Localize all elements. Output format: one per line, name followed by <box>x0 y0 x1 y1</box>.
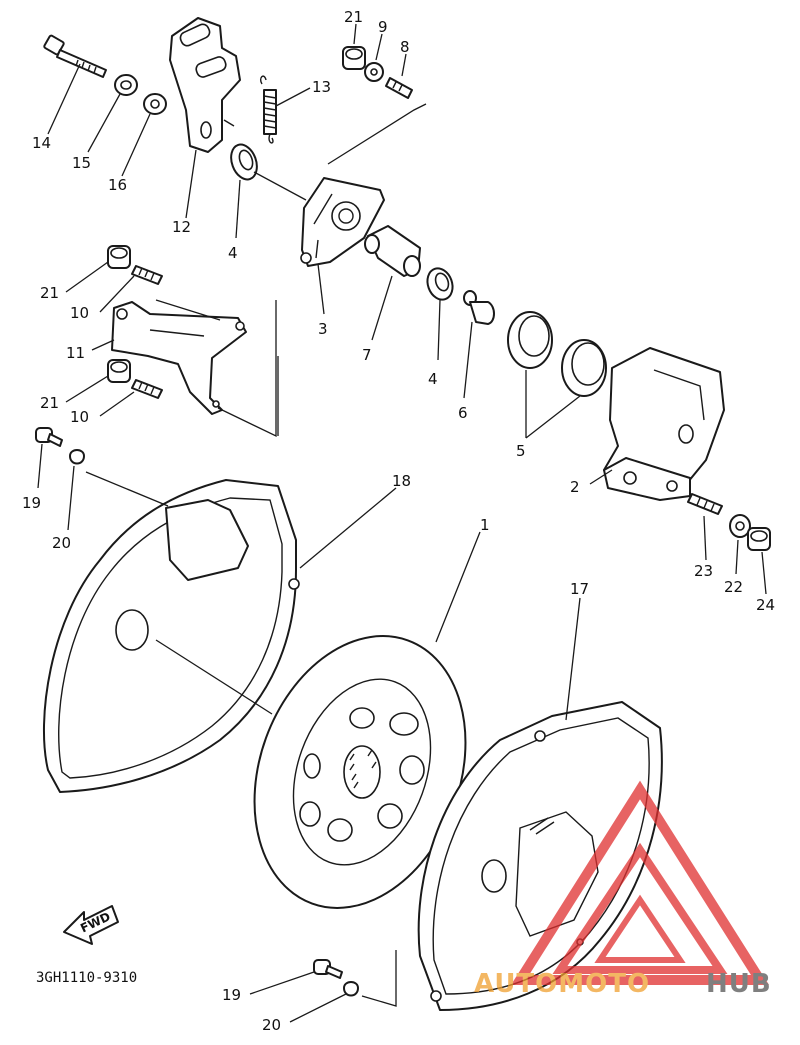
callout-24: 24 <box>756 596 775 614</box>
piston-part-5b <box>561 339 607 397</box>
leader-lines <box>37 23 767 1023</box>
caliper-body-part-2 <box>603 347 725 501</box>
callout-17: 17 <box>570 580 589 598</box>
callout-7: 7 <box>362 346 372 364</box>
stud-part-8 <box>385 77 413 99</box>
callout-20-lower: 20 <box>262 1016 281 1034</box>
callout-9: 9 <box>378 18 388 36</box>
callout-2: 2 <box>570 478 580 496</box>
fwd-arrow: FWD <box>63 905 119 945</box>
washer-part-9 <box>364 62 384 82</box>
callout-11: 11 <box>66 344 85 362</box>
callout-labels: 21 9 8 13 14 15 16 12 4 3 7 4 6 5 2 21 1… <box>22 8 775 1034</box>
callout-6: 6 <box>458 404 468 422</box>
callout-20-upper: 20 <box>52 534 71 552</box>
pin-part-6 <box>463 290 495 325</box>
stud-part-23 <box>687 493 723 515</box>
washer-part-16 <box>143 93 167 115</box>
bolt-part-19-lower <box>313 959 343 979</box>
callout-23: 23 <box>694 562 713 580</box>
callout-12: 12 <box>172 218 191 236</box>
caliper-bracket-part-3 <box>300 177 385 267</box>
callout-21-top: 21 <box>344 8 363 26</box>
washer-part-4-upper <box>230 143 258 181</box>
callout-8: 8 <box>400 38 410 56</box>
nut-part-21-low <box>107 359 131 383</box>
bolt-part-19-upper <box>35 427 63 447</box>
nut-part-15 <box>114 74 138 96</box>
clip-part-20-upper <box>69 449 85 465</box>
callout-10-upper: 10 <box>70 304 89 322</box>
bolt-part-14 <box>43 34 107 78</box>
nut-part-24 <box>747 527 771 551</box>
callout-22: 22 <box>724 578 743 596</box>
callout-4-lower: 4 <box>428 370 438 388</box>
spring-part-13 <box>259 75 277 144</box>
callout-1: 1 <box>480 516 490 534</box>
stud-part-10-lower <box>131 379 163 399</box>
stud-part-10-upper <box>131 265 163 285</box>
nut-part-21-top <box>342 46 366 70</box>
washer-part-22 <box>729 514 751 538</box>
callout-13: 13 <box>312 78 331 96</box>
diagram-code: 3GH1110-9310 <box>36 970 137 986</box>
lever-part-12 <box>169 17 241 153</box>
callout-10-lower: 10 <box>70 408 89 426</box>
nut-part-21-mid <box>107 245 131 269</box>
callout-19-upper: 19 <box>22 494 41 512</box>
piston-part-5a <box>507 311 553 369</box>
clip-part-20-lower <box>343 981 359 997</box>
callout-3: 3 <box>318 320 328 338</box>
disc-cover-part-18 <box>43 479 300 793</box>
callout-4-upper: 4 <box>228 244 238 262</box>
callout-14: 14 <box>32 134 51 152</box>
brake-disc-part-1 <box>253 635 467 909</box>
bracket-part-11 <box>111 301 247 415</box>
watermark: AUTOMOTO HUB <box>474 780 772 999</box>
washer-part-4-lower <box>426 267 454 301</box>
callout-19-lower: 19 <box>222 986 241 1004</box>
watermark-text-hub: HUB <box>706 969 772 999</box>
shaft-part-7 <box>364 225 421 277</box>
callout-5: 5 <box>516 442 526 460</box>
callout-21-low: 21 <box>40 394 59 412</box>
callout-21-mid: 21 <box>40 284 59 302</box>
callout-18: 18 <box>392 472 411 490</box>
callout-15: 15 <box>72 154 91 172</box>
watermark-logo <box>510 780 770 985</box>
watermark-text-automoto: AUTOMOTO <box>474 969 650 999</box>
callout-16: 16 <box>108 176 127 194</box>
